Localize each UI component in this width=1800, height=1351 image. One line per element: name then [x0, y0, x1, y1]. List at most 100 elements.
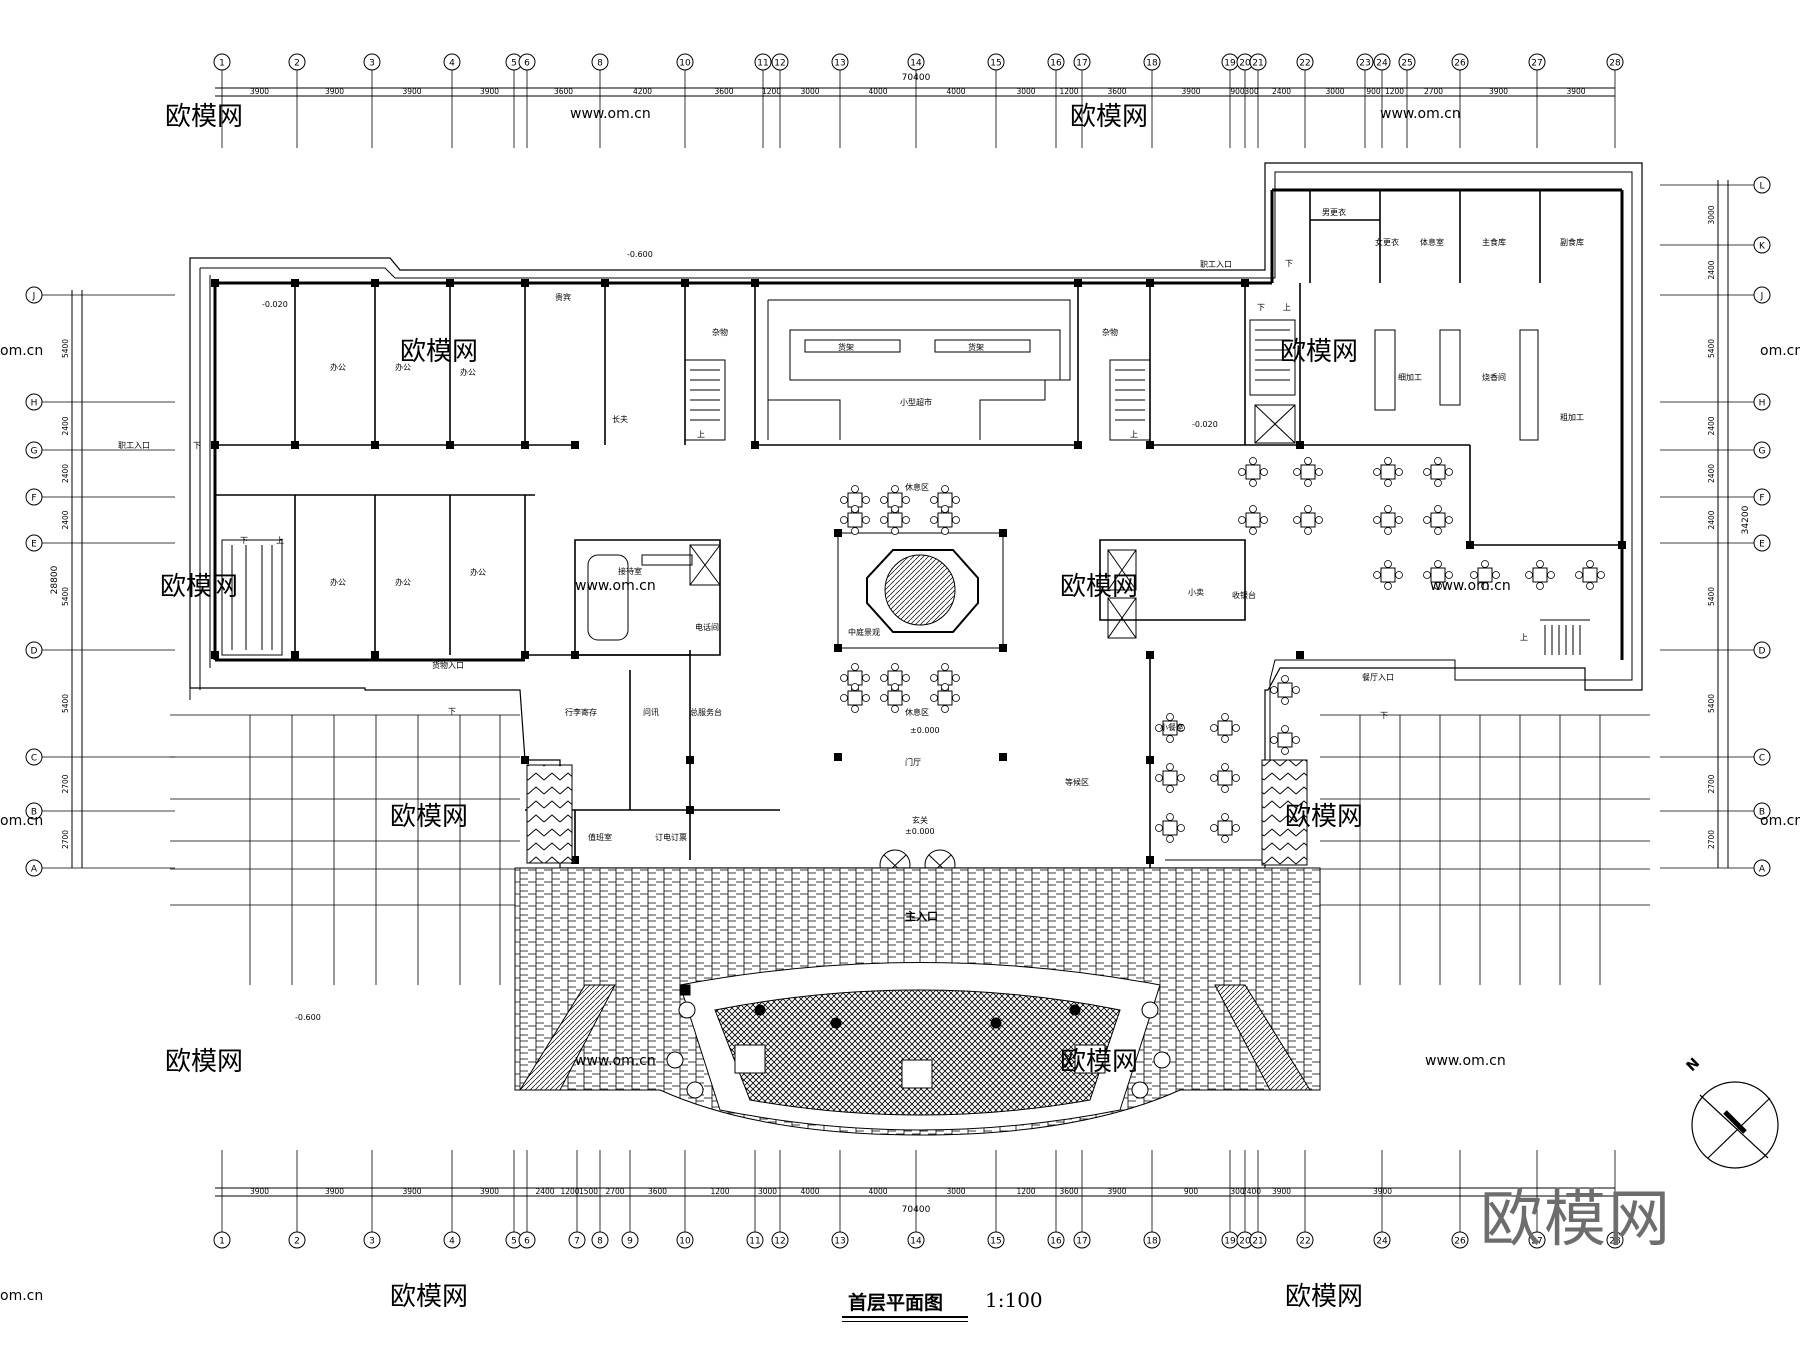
axis-top-label: 27: [1531, 59, 1542, 69]
dining-chair: [952, 496, 960, 504]
room-labels: 办公 办公 办公 办公 办公 办公 贵宾 长夫 杂物 杂物 货架 货架 小型超市…: [330, 207, 1584, 842]
axis-top-label: 28: [1609, 59, 1621, 69]
axis-top-label: 24: [1376, 59, 1388, 69]
dim-bottom-text: 3900: [1373, 1187, 1392, 1196]
axis-left-label: C: [31, 754, 37, 764]
right-total-dim: 34200: [1741, 505, 1751, 534]
axis-bottom-bubble: [1073, 1231, 1091, 1249]
axis-top-label: 18: [1146, 59, 1158, 69]
axis-bottom-bubble: [518, 1231, 536, 1249]
dim-top-text: 1200: [1385, 87, 1404, 96]
dining-chair: [1281, 697, 1289, 705]
dining-chair: [1492, 571, 1500, 579]
column: [211, 441, 219, 449]
stair-down-3: 下: [1257, 303, 1265, 312]
dining-chair: [1384, 560, 1392, 568]
axis-top-bubble: [754, 53, 772, 71]
dining-chair: [902, 516, 910, 524]
dining-chair: [1292, 736, 1300, 744]
dining-chair: [1434, 527, 1442, 535]
axis-bottom-label: 8: [597, 1237, 603, 1247]
axis-top-label: 22: [1299, 59, 1310, 69]
dim-top-text: 900: [1366, 87, 1381, 96]
column: [1146, 756, 1154, 764]
axis-top-label: 8: [597, 59, 603, 69]
watermark-url-short: om.cn: [0, 343, 43, 359]
dining-chair: [930, 674, 938, 682]
dining-chair: [1423, 571, 1431, 579]
planters: [526, 759, 1308, 866]
axis-top-label: 19: [1224, 59, 1236, 69]
title-underline: [842, 1316, 968, 1318]
dim-bottom-text: 3900: [1272, 1187, 1291, 1196]
dining-chair: [1221, 735, 1229, 743]
axis-top-label: 1: [219, 59, 225, 69]
room-long: 长夫: [612, 414, 628, 424]
axis-right-bubble: [1753, 488, 1771, 506]
dining-chair: [1249, 457, 1257, 465]
dining-chair: [1155, 774, 1163, 782]
watermark-cn: 欧模网: [1285, 1282, 1363, 1312]
dining-chair: [941, 505, 949, 513]
axis-top-label: 25: [1401, 59, 1412, 69]
column: [1296, 441, 1304, 449]
watermark-url: www.om.cn: [575, 1053, 656, 1069]
axis-right-label: B: [1759, 808, 1765, 818]
stair-up-1: 上: [276, 536, 284, 545]
dining-chair: [862, 694, 870, 702]
column: [371, 651, 379, 659]
axis-right-bubble: [1753, 534, 1771, 552]
title-underline-thin: [842, 1321, 968, 1322]
axis-bottom-label: 7: [574, 1237, 580, 1247]
entrance-labels: 职工入口 职工入口 货物入口 餐厅入口 主入口: [118, 260, 1394, 923]
axis-bottom-bubble: [213, 1231, 231, 1249]
dining-chair: [1249, 527, 1257, 535]
room-front-desk: 总服务台: [690, 707, 722, 717]
column: [1146, 441, 1154, 449]
axis-right-bubble: [1753, 393, 1771, 411]
axis-top-bubble: [1143, 53, 1161, 71]
dining-chair: [1221, 813, 1229, 821]
column: [999, 753, 1007, 761]
stair-down-5: 下: [448, 707, 456, 716]
room-duty: 值班室: [588, 832, 612, 842]
axis-bottom-bubble: [1296, 1231, 1314, 1249]
axis-bottom-label: 2: [294, 1237, 300, 1247]
dim-left-text: 5400: [61, 587, 70, 606]
dining-chair: [930, 496, 938, 504]
level-vestibule: ±0.000: [905, 827, 935, 836]
dining-chair: [1238, 516, 1246, 524]
axis-bottom-label: 5: [511, 1237, 517, 1247]
dining-chair: [1395, 516, 1403, 524]
axis-top-bubble: [1073, 53, 1091, 71]
level-outdoor: -0.600: [627, 250, 653, 259]
room-lobby: 门厅: [905, 757, 921, 767]
dim-top-text: 3900: [1181, 87, 1200, 96]
dining-chair: [880, 496, 888, 504]
axis-top-bubble: [771, 53, 789, 71]
watermark-cn: 欧模网: [390, 1282, 468, 1312]
dining-chair: [880, 674, 888, 682]
dining-chair: [1232, 774, 1240, 782]
main-entrance: 主入口: [905, 909, 938, 923]
column: [291, 279, 299, 287]
dim-bottom-text: 3900: [480, 1187, 499, 1196]
dining-chair: [862, 496, 870, 504]
dining-table: [1217, 720, 1233, 736]
stair-up-5: 上: [1520, 633, 1528, 642]
dining-chair: [1304, 457, 1312, 465]
dining-chair: [1525, 571, 1533, 579]
room-office-1: 办公: [330, 362, 346, 372]
room-office-5: 办公: [395, 577, 411, 587]
room-inquiry: 问讯: [643, 708, 659, 717]
axis-bottom-bubble: [1373, 1231, 1391, 1249]
dining-chair: [1166, 785, 1174, 793]
column: [211, 279, 219, 287]
axis-left-label: G: [31, 447, 38, 457]
dim-bottom-text: 3000: [758, 1187, 777, 1196]
axis-left-bubble: [25, 393, 43, 411]
restaurant-entrance: 餐厅入口: [1362, 673, 1394, 682]
axis-right-label: A: [1759, 865, 1766, 875]
